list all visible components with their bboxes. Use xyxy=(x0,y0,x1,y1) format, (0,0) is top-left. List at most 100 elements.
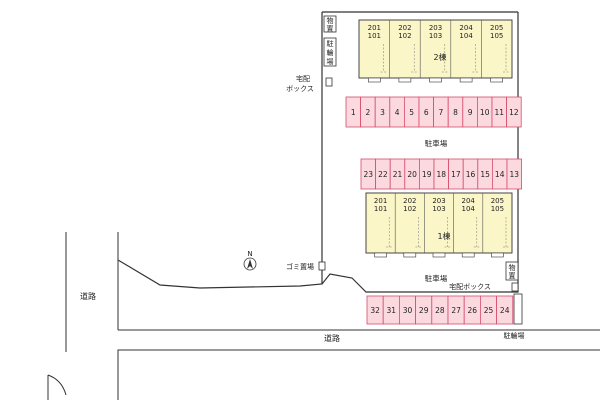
parking-space-number: 28 xyxy=(435,306,445,315)
parking-space-number: 5 xyxy=(409,108,414,117)
parking-space-number: 15 xyxy=(480,170,490,179)
unit-number-upper: 204 xyxy=(459,24,473,32)
parking-space-number: 29 xyxy=(419,306,429,315)
buildings: 2011012021022031032041042051052棟20110120… xyxy=(358,19,513,258)
bike-parking-bottom: 駐輪場 xyxy=(504,293,525,340)
parking-space: 18 xyxy=(433,158,450,190)
svg-text:宅配: 宅配 xyxy=(296,74,310,83)
parking-space-number: 3 xyxy=(380,108,385,117)
svg-text:置: 置 xyxy=(509,272,516,280)
unit-number-upper: 203 xyxy=(432,197,445,205)
parking-space: 27 xyxy=(447,295,465,325)
parking-space-number: 30 xyxy=(403,306,413,315)
unit-number-lower: 104 xyxy=(459,32,473,40)
parking-space: 7 xyxy=(433,96,449,128)
parking-space: 30 xyxy=(398,295,416,325)
parking-space-number: 10 xyxy=(480,108,490,117)
parking-space: 17 xyxy=(448,158,464,190)
building-name: 1棟 xyxy=(437,231,450,241)
unit-number-upper: 205 xyxy=(491,197,504,205)
parking-space: 22 xyxy=(375,158,391,190)
north-label: N xyxy=(247,250,252,258)
svg-text:ボックス: ボックス xyxy=(286,85,314,93)
storage-bottom: 物 置 xyxy=(505,261,519,281)
unit-number-lower: 105 xyxy=(490,32,503,40)
unit-number-upper: 203 xyxy=(429,24,442,32)
parking-space: 20 xyxy=(404,158,420,190)
parking-space: 21 xyxy=(389,158,406,190)
parking-space-number: 16 xyxy=(466,170,476,179)
parking-space: 19 xyxy=(418,158,435,190)
parking-space: 28 xyxy=(431,295,449,325)
trash-label: ゴミ置場 xyxy=(286,262,314,271)
parking-space: 23 xyxy=(360,158,377,190)
road-label-left: 道路 xyxy=(80,291,96,301)
unit-number-lower: 102 xyxy=(398,32,411,40)
parking-space-number: 31 xyxy=(387,306,397,315)
bike-parking-top: 駐 輪 場 xyxy=(323,37,337,67)
parking-space: 12 xyxy=(506,96,522,128)
parking-space-number: 17 xyxy=(451,170,461,179)
parking-space-number: 11 xyxy=(495,108,505,117)
building-name: 2棟 xyxy=(433,52,446,62)
parking-space-number: 1 xyxy=(351,108,356,117)
parking-space-number: 21 xyxy=(393,170,403,179)
delivery-box-top: 宅配 ボックス xyxy=(286,74,333,93)
road-label-bottom: 道路 xyxy=(324,333,340,343)
svg-text:物: 物 xyxy=(509,263,516,272)
parking-space: 31 xyxy=(382,295,400,325)
parking-space-number: 22 xyxy=(378,170,388,179)
parking-space: 15 xyxy=(477,158,493,190)
unit-number-upper: 202 xyxy=(398,24,411,32)
svg-text:駐: 駐 xyxy=(327,39,334,48)
unit-number-lower: 103 xyxy=(429,32,442,40)
site-boundary xyxy=(117,11,519,293)
north-arrow-icon: N xyxy=(243,250,257,271)
svg-text:置: 置 xyxy=(327,25,334,33)
parking-space-number: 27 xyxy=(451,306,461,315)
unit-number-lower: 101 xyxy=(368,32,381,40)
parking-space-number: 20 xyxy=(407,170,417,179)
parking-space-number: 24 xyxy=(500,306,510,315)
parking-space: 11 xyxy=(491,96,508,128)
parking-space-number: 25 xyxy=(484,306,494,315)
unit-number-lower: 102 xyxy=(403,205,416,213)
unit-number-upper: 201 xyxy=(374,197,387,205)
parking-space: 3 xyxy=(374,96,391,128)
parking-space-number: 26 xyxy=(468,306,478,315)
parking-space: 14 xyxy=(491,158,508,190)
unit-number-upper: 201 xyxy=(368,24,381,32)
parking-space: 5 xyxy=(403,96,420,128)
parking-label-bottom: 駐車場 xyxy=(425,273,448,283)
delivery-box-label: 宅配ボックス xyxy=(449,282,491,291)
parking-space-number: 14 xyxy=(495,170,505,179)
svg-text:場: 場 xyxy=(327,57,334,66)
parking-space: 10 xyxy=(476,96,493,128)
parking-space-number: 18 xyxy=(437,170,447,179)
storage-top: 物 置 xyxy=(323,15,337,33)
road-lines xyxy=(47,232,600,400)
unit-number-lower: 101 xyxy=(374,205,387,213)
parking-space: 8 xyxy=(447,96,464,128)
parking-space-number: 12 xyxy=(509,108,519,117)
parking-label-top: 駐車場 xyxy=(425,138,448,148)
parking-space: 13 xyxy=(506,158,523,190)
unit-number-upper: 202 xyxy=(403,197,416,205)
parking-space-number: 6 xyxy=(424,108,429,117)
parking-space-number: 8 xyxy=(453,108,458,117)
parking-space-number: 7 xyxy=(439,108,444,117)
parking-space: 25 xyxy=(479,295,497,325)
parking-space: 2 xyxy=(360,96,376,128)
bike-parking-label: 駐輪場 xyxy=(504,331,525,340)
parking-space: 1 xyxy=(345,96,362,128)
